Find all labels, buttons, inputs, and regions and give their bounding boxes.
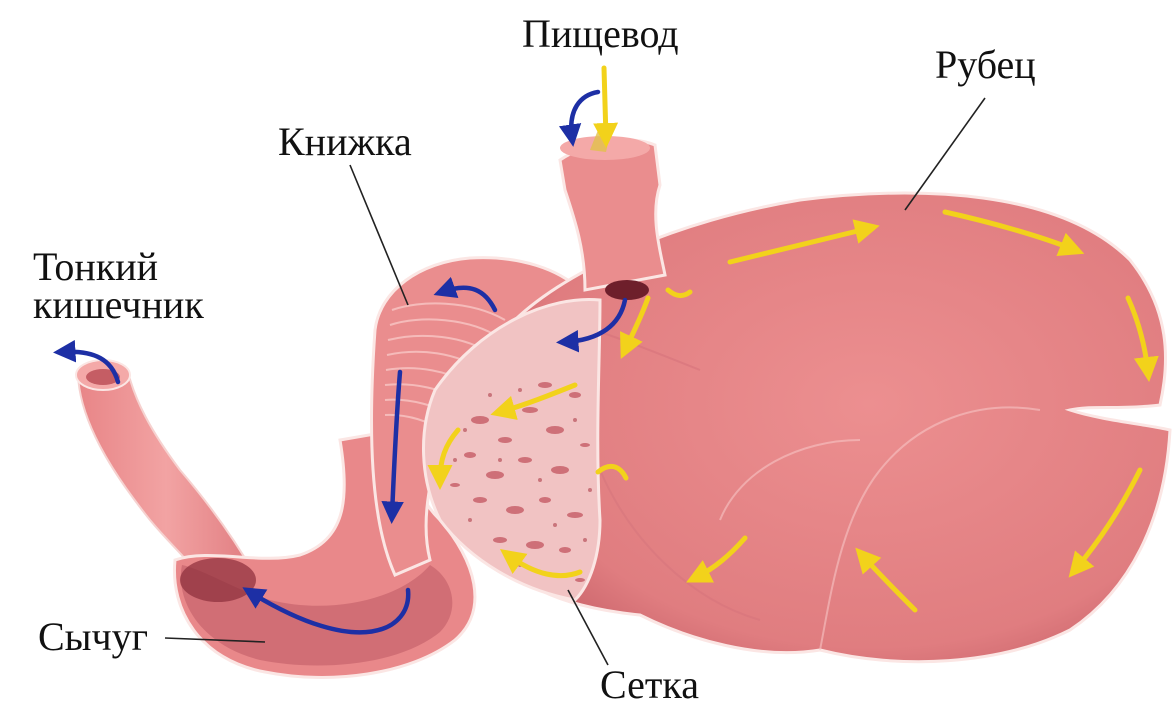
reticulum-label: Сетка	[600, 662, 699, 705]
small-intestine	[76, 360, 255, 580]
yellow-arrow-icon	[604, 68, 606, 138]
abomasum-label: Сычуг	[38, 614, 148, 659]
rumen-label: Рубец	[935, 42, 1036, 87]
omasum-label: Книжка	[278, 119, 412, 164]
blue-arrow-icon	[571, 92, 598, 138]
omasum-leader-line	[350, 165, 408, 305]
esophagus-label: Пищевод	[522, 11, 679, 56]
small-intestine-label-line2: кишечник	[33, 282, 204, 327]
